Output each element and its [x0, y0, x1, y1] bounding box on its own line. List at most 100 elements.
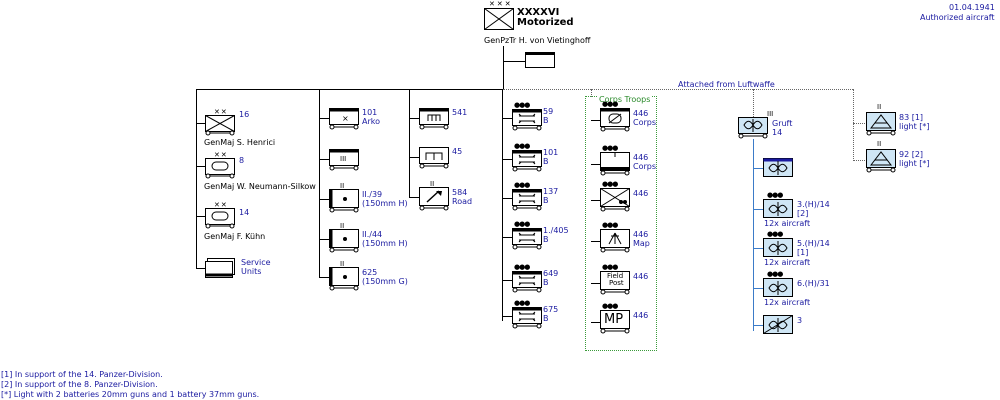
recon-echelon-dots: ●●●: [767, 230, 783, 238]
division-8-number: 8: [239, 156, 245, 165]
gruft-l2: 14: [772, 128, 783, 137]
bridge-label: 649: [543, 269, 559, 278]
flak-type: light [*]: [899, 122, 930, 131]
bridge-column-symbol[interactable]: [512, 271, 542, 295]
corps-unit-446-symbol[interactable]: [600, 188, 630, 212]
recon-aircraft: 12x aircraft: [764, 219, 811, 228]
engineer-584-l1: 584: [452, 188, 468, 197]
artillery-ii-39-l1: II./39: [362, 190, 383, 199]
recon-squadron-symbol[interactable]: [763, 278, 793, 298]
gruft-l1: Gruft: [772, 119, 793, 128]
military-police-symbol[interactable]: [600, 310, 630, 334]
bridge-label: 101: [543, 148, 559, 157]
field-post-text: Field: [607, 272, 624, 280]
recon-echelon-dots: ●●●: [767, 191, 783, 199]
artillery-ii-44-symbol[interactable]: [329, 229, 359, 253]
corps-unit-label: 446: [633, 311, 649, 320]
recon-squadron-symbol[interactable]: [763, 315, 793, 335]
corps-unit-label: 446: [633, 153, 649, 162]
corps-signal-symbol[interactable]: [600, 108, 630, 132]
bridge-type: B: [543, 314, 549, 323]
division-14-symbol[interactable]: [205, 208, 235, 229]
unit-echelon-dots: ●●●: [602, 263, 618, 271]
recon-echelon-dots: ●●●: [767, 270, 783, 278]
bridge-label: 59: [543, 107, 554, 116]
recon-note: [2]: [797, 209, 809, 218]
hq-echelon-marks: ✕✕✕: [489, 0, 513, 8]
hq-type: Motorized: [517, 17, 574, 28]
recon-note: [1]: [797, 248, 809, 257]
division-16-symbol[interactable]: [205, 115, 235, 136]
bridge-echelon-dots: ●●●: [514, 101, 530, 109]
map-unit-symbol[interactable]: [600, 229, 630, 253]
bridge-label: 1./405: [543, 226, 569, 235]
gruft-14-symbol[interactable]: [738, 117, 768, 139]
artillery-625-l1: 625: [362, 268, 378, 277]
engineer-584-l2: Road: [452, 197, 473, 206]
engineer-45-symbol[interactable]: [419, 147, 449, 169]
arko-symbol[interactable]: ×: [329, 108, 359, 130]
artillery-625-l2: (150mm G): [362, 277, 408, 286]
unit-echelon-dots: ●●●: [602, 302, 618, 310]
bridge-echelon-dots: ●●●: [514, 299, 530, 307]
unit-echelon-dots: ●●●: [602, 221, 618, 229]
bridge-label: 675: [543, 305, 559, 314]
flak-label: 83 [1]: [899, 113, 924, 122]
bridge-column-symbol[interactable]: [512, 109, 542, 133]
division-16-number: 16: [239, 110, 250, 119]
flak-echelon-marks: II: [877, 103, 882, 111]
corps-unit-type: Corps: [633, 162, 657, 171]
corps-unit-type: Corps: [633, 118, 657, 127]
hq-symbol[interactable]: [484, 8, 514, 30]
service-units-l2: Units: [241, 267, 262, 276]
flak-battalion-symbol[interactable]: [866, 149, 896, 173]
field-post-symbol[interactable]: [600, 271, 630, 295]
recon-staff-symbol[interactable]: [763, 158, 793, 178]
corps-troops-title: Corps Troops: [598, 95, 652, 104]
bridge-type: B: [543, 235, 549, 244]
division-8-commander: GenMaj W. Neumann-Silkow: [204, 182, 316, 191]
recon-aircraft: 12x aircraft: [764, 258, 811, 267]
engineer-45-l1: 45: [452, 147, 463, 156]
corps-supply-symbol[interactable]: [600, 152, 630, 176]
bridge-column-symbol[interactable]: [512, 307, 542, 331]
service-units-symbol[interactable]: [205, 258, 237, 280]
artillery-625-symbol[interactable]: [329, 267, 359, 291]
bridge-column-symbol[interactable]: [512, 228, 542, 252]
bridge-type: B: [543, 278, 549, 287]
recon-label: 5.(H)/14: [797, 239, 830, 248]
service-units-l1: Service: [241, 258, 271, 267]
division-16-commander: GenMaj S. Henrici: [204, 138, 276, 147]
artillery-ii-39-l2: (150mm H): [362, 199, 408, 208]
artillery-ii-39-symbol[interactable]: [329, 189, 359, 213]
recon-label: 3: [797, 316, 803, 325]
flak-echelon-marks: II: [877, 140, 882, 148]
engineer-584-symbol[interactable]: [419, 187, 449, 211]
corps-unit-label: 446: [633, 109, 649, 118]
engineer-541-symbol[interactable]: [419, 108, 449, 130]
arko-l1: 101: [362, 108, 378, 117]
flak-battalion-symbol[interactable]: [866, 112, 896, 136]
recon-squadron-symbol[interactable]: [763, 199, 793, 219]
unit-echelon-dots: ●●●: [602, 100, 618, 108]
bridge-type: B: [543, 157, 549, 166]
recon-aircraft: 12x aircraft: [764, 298, 811, 307]
luftwaffe-title: Attached from Luftwaffe: [678, 80, 775, 89]
bridge-echelon-dots: ●●●: [514, 181, 530, 189]
arty-staff-symbol[interactable]: III: [329, 149, 359, 171]
svg-text:III: III: [340, 155, 346, 163]
bridge-echelon-dots: ●●●: [514, 263, 530, 271]
bridge-column-symbol[interactable]: [512, 150, 542, 174]
mp-text: MP: [604, 312, 624, 327]
corps-unit-label: 446: [633, 189, 649, 198]
corps-unit-label: 446: [633, 230, 649, 239]
recon-label: 3.(H)/14: [797, 200, 830, 209]
division-8-symbol[interactable]: [205, 158, 235, 179]
svg-text:×: ×: [342, 114, 349, 123]
bridge-echelon-dots: ●●●: [514, 142, 530, 150]
subtitle-label: Authorized aircraft: [920, 13, 995, 22]
hq-staff-box[interactable]: [525, 52, 555, 68]
bridge-column-symbol[interactable]: [512, 189, 542, 213]
recon-squadron-symbol[interactable]: [763, 238, 793, 258]
corps-unit-type: Map: [633, 239, 650, 248]
